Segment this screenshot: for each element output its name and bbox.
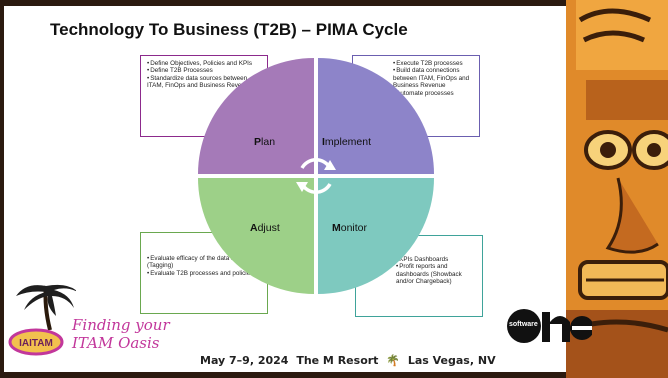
frame-left [0,0,4,378]
tagline-line1: Finding your [72,316,170,334]
implement-item: Automate processes [393,90,473,97]
refresh-arrows-icon [300,158,332,194]
monitor-item: KPIs Dashboards [396,256,476,263]
plan-item: Define T2B Processes [147,67,261,74]
adjust-item: Evaluate efficacy of the data standards … [147,255,261,270]
event-footer: May 7–9, 2024 The M Resort 🌴 Las Vegas, … [200,354,500,367]
frame-bottom [0,372,668,378]
footer-venue: The M Resort [296,354,379,367]
monitor-quadrant [318,178,434,294]
implement-item: Execute T2B processes [393,60,473,67]
monitor-label: Monitor [332,222,368,234]
implement-item: Build data connections between ITAM, Fin… [393,67,473,89]
logo-text: IAITAM [19,338,53,349]
sponsor-small-text: software [509,321,538,328]
plan-quadrant [198,58,314,174]
adjust-quadrant [198,178,314,294]
implement-label: Implement [322,136,372,148]
tagline-line2: ITAM Oasis [72,334,160,352]
plan-label: Plan [254,136,276,148]
footer-city: Las Vegas, NV [407,354,496,367]
adjust-item: Evaluate T2B processes and policies [147,270,261,277]
palm-tree-icon: 🌴 [386,354,400,367]
tagline: Finding your ITAM Oasis [72,316,170,352]
plan-item: Standardize data sources between ITAM, F… [147,75,261,90]
plan-item: Define Objectives, Policies and KPIs [147,60,261,67]
palm-tree-icon [16,284,76,331]
slide-title: Technology To Business (T2B) – PIMA Cycl… [50,20,408,39]
footer-date: May 7–9, 2024 [200,354,289,367]
pima-cycle-diagram [198,58,434,294]
implement-quadrant [318,58,434,174]
monitor-item: Profit reports and dashboards (Showback … [396,263,476,285]
frame-top [0,0,668,6]
tiki-decoration [566,0,668,378]
adjust-label: Adjust [250,222,280,234]
softwareone-logo [507,309,592,343]
iaitam-logo: IAITAM [8,284,76,356]
